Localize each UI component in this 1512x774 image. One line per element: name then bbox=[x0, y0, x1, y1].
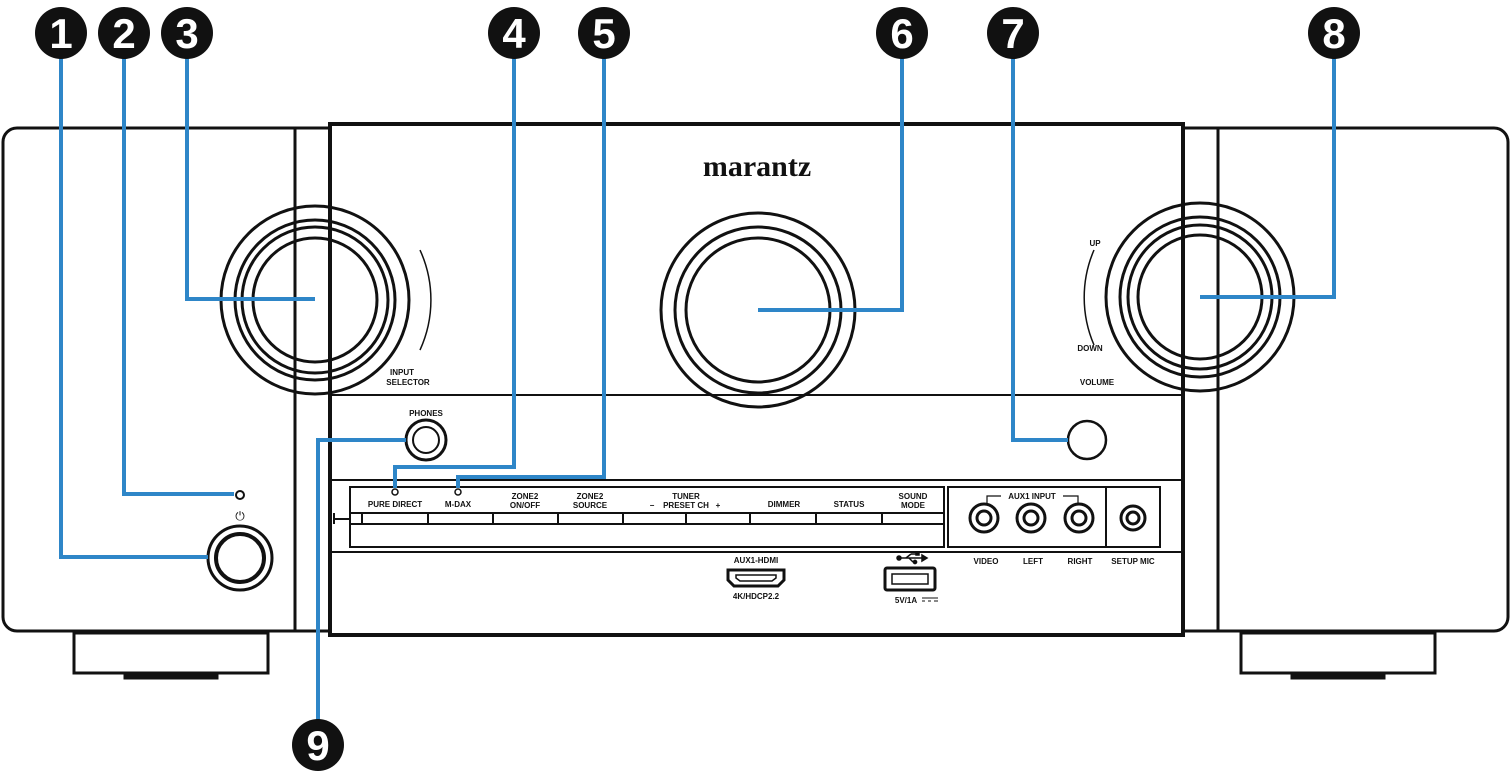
callout-badge-6: 6 bbox=[876, 7, 928, 59]
button-keys bbox=[361, 512, 945, 525]
callout-number-2: 2 bbox=[112, 10, 135, 57]
volume-up-label: UP bbox=[1089, 239, 1101, 248]
sound-mode-label-1: SOUND bbox=[899, 492, 928, 501]
input-selector-label-1: INPUT bbox=[390, 368, 414, 377]
phones-label: PHONES bbox=[409, 409, 443, 418]
preset-ch-label: PRESET CH bbox=[663, 501, 709, 510]
sound-mode-label-2: MODE bbox=[901, 501, 926, 510]
callout-line-4 bbox=[393, 52, 516, 488]
input-selector-label-2: SELECTOR bbox=[386, 378, 430, 387]
callout-badge-5: 5 bbox=[578, 7, 630, 59]
aux1-input-label: AUX1 INPUT bbox=[1008, 492, 1056, 501]
feet bbox=[72, 631, 1437, 680]
foot-left bbox=[72, 631, 270, 675]
status-button[interactable] bbox=[815, 512, 883, 525]
left-label: LEFT bbox=[1023, 557, 1043, 566]
preset-down-button[interactable] bbox=[622, 512, 687, 525]
tuner-label: TUNER bbox=[672, 492, 700, 501]
preset-minus-label: − bbox=[650, 501, 655, 510]
callout-badge-4: 4 bbox=[488, 7, 540, 59]
pure-direct-button[interactable] bbox=[361, 512, 429, 525]
zone2-source-label-2: SOURCE bbox=[573, 501, 608, 510]
setup-mic-jack[interactable] bbox=[1119, 504, 1147, 532]
callout-line-5 bbox=[456, 52, 606, 488]
callout-line-8 bbox=[1200, 52, 1336, 299]
usb-port[interactable] bbox=[883, 566, 937, 592]
dc-symbol-icon bbox=[922, 597, 938, 602]
callout-number-6: 6 bbox=[890, 10, 913, 57]
zone2-onoff-button[interactable] bbox=[492, 512, 559, 525]
hdmi-spec-label: 4K/HDCP2.2 bbox=[733, 592, 780, 601]
callout-number-5: 5 bbox=[592, 10, 615, 57]
dimmer-label: DIMMER bbox=[768, 500, 801, 509]
zone2-onoff-label-2: ON/OFF bbox=[510, 501, 540, 510]
callout-badge-2: 2 bbox=[98, 7, 150, 59]
m-dax-button[interactable] bbox=[427, 512, 494, 525]
aux1-right-jack[interactable] bbox=[1063, 502, 1095, 534]
brand-logo: marantz bbox=[703, 150, 811, 183]
preset-up-button[interactable] bbox=[685, 512, 751, 525]
usb-icon bbox=[896, 551, 929, 565]
pure-direct-led bbox=[391, 488, 399, 496]
callout-line-7 bbox=[1011, 52, 1068, 442]
right-label: RIGHT bbox=[1068, 557, 1093, 566]
remote-sensor bbox=[1066, 419, 1108, 461]
callout-lines bbox=[59, 52, 1336, 722]
sound-mode-button[interactable] bbox=[881, 512, 945, 525]
callout-number-3: 3 bbox=[175, 10, 198, 57]
zone2-onoff-label-1: ZONE2 bbox=[512, 492, 539, 501]
power-icon: ⏻ bbox=[235, 509, 245, 523]
callout-number-7: 7 bbox=[1001, 10, 1024, 57]
aux1-left-jack[interactable] bbox=[1015, 502, 1047, 534]
volume-label: VOLUME bbox=[1080, 378, 1115, 387]
callout-line-3 bbox=[185, 52, 315, 301]
setup-mic-label: SETUP MIC bbox=[1111, 557, 1155, 566]
callout-line-1 bbox=[59, 52, 208, 559]
video-label: VIDEO bbox=[974, 557, 999, 566]
aux1-hdmi-label: AUX1-HDMI bbox=[734, 556, 778, 565]
m-dax-led bbox=[454, 488, 462, 496]
preset-plus-label: + bbox=[716, 501, 721, 510]
volume-down-label: DOWN bbox=[1077, 344, 1103, 353]
usb-rating-label: 5V/1A bbox=[895, 596, 917, 605]
callout-number-1: 1 bbox=[49, 10, 72, 57]
callout-number-8: 8 bbox=[1322, 10, 1345, 57]
pure-direct-label: PURE DIRECT bbox=[368, 500, 422, 509]
zone2-source-button[interactable] bbox=[557, 512, 624, 525]
standby-led bbox=[235, 490, 245, 500]
callout-badge-3: 3 bbox=[161, 7, 213, 59]
m-dax-label: M-DAX bbox=[445, 500, 472, 509]
callout-number-9: 9 bbox=[306, 722, 329, 769]
callout-badge-8: 8 bbox=[1308, 7, 1360, 59]
callout-line-9 bbox=[316, 438, 406, 722]
callout-number-4: 4 bbox=[502, 10, 526, 57]
callout-line-2 bbox=[122, 52, 234, 496]
foot-right bbox=[1239, 631, 1437, 675]
zone2-source-label-1: ZONE2 bbox=[577, 492, 604, 501]
callout-badge-9: 9 bbox=[292, 719, 344, 771]
hdmi-port[interactable] bbox=[726, 568, 786, 588]
aux1-video-jack[interactable] bbox=[968, 502, 1000, 534]
center-panel bbox=[328, 122, 1185, 637]
status-label: STATUS bbox=[834, 500, 865, 509]
callout-badge-7: 7 bbox=[987, 7, 1039, 59]
callout-badge-1: 1 bbox=[35, 7, 87, 59]
dimmer-button[interactable] bbox=[749, 512, 817, 525]
callout-line-6 bbox=[758, 52, 904, 312]
